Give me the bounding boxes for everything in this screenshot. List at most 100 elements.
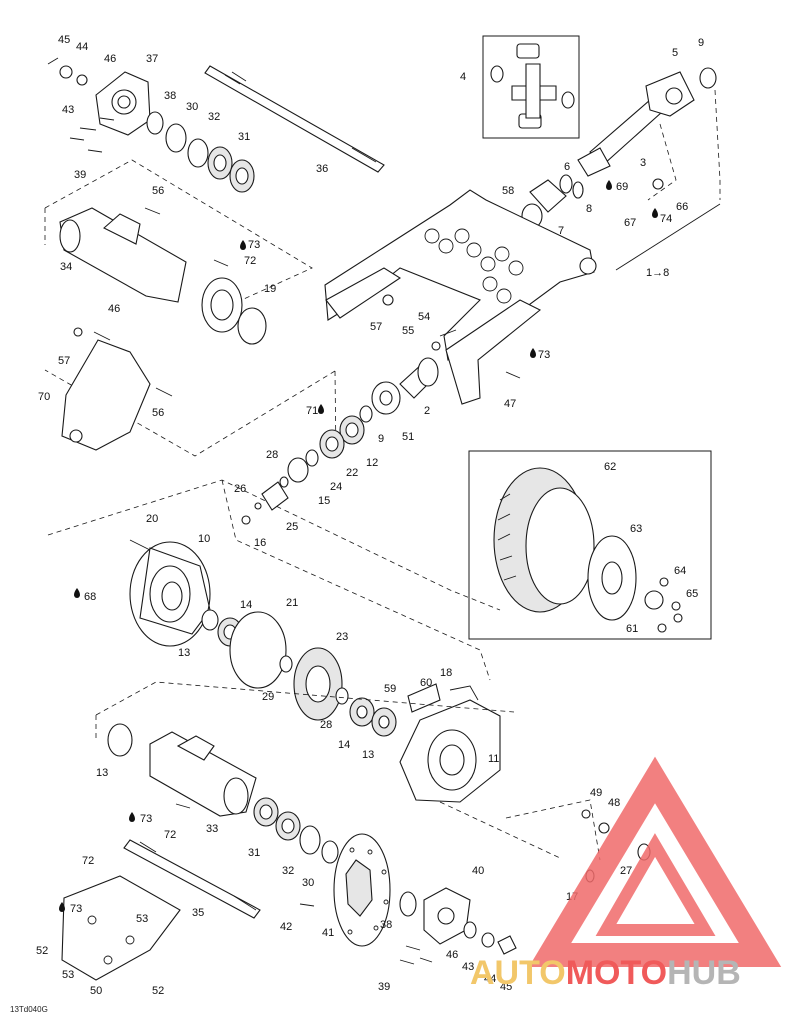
callout: 46 bbox=[108, 303, 120, 315]
drop-icon-69 bbox=[606, 180, 612, 190]
callout: 1→8 bbox=[646, 267, 669, 279]
callout: 16 bbox=[254, 537, 266, 549]
final-drive-housing bbox=[95, 539, 601, 861]
callout: 72 bbox=[164, 829, 176, 841]
drive-shaft-assembly bbox=[521, 67, 721, 271]
swing-arm-frame bbox=[324, 189, 597, 405]
callout: 53 bbox=[62, 969, 74, 981]
watermark: AUTOMOTOHUB bbox=[470, 756, 782, 992]
callout: 39 bbox=[378, 981, 390, 993]
callout: 73 bbox=[140, 813, 152, 825]
callout: 49 bbox=[590, 787, 602, 799]
callout: 10 bbox=[198, 533, 210, 545]
callout: 18 bbox=[440, 667, 452, 679]
callout: 60 bbox=[420, 677, 432, 689]
callout: 48 bbox=[608, 797, 620, 809]
callout: 53 bbox=[136, 913, 148, 925]
u-joint-inset bbox=[482, 35, 580, 139]
drop-icon-74 bbox=[652, 208, 658, 218]
callout: 70 bbox=[38, 391, 50, 403]
callout: 72 bbox=[82, 855, 94, 867]
callout: 64 bbox=[674, 565, 686, 577]
swing-arm-tube-group bbox=[44, 159, 336, 457]
callout: 42 bbox=[280, 921, 292, 933]
callout: 56 bbox=[152, 185, 164, 197]
callout: 13 bbox=[96, 767, 108, 779]
callout: 28 bbox=[266, 449, 278, 461]
callout: 44 bbox=[484, 973, 496, 985]
callout: 46 bbox=[104, 53, 116, 65]
callout: 46 bbox=[446, 949, 458, 961]
wheel-inset bbox=[468, 450, 712, 640]
drop-icon-73c bbox=[129, 812, 135, 822]
callout: 8 bbox=[586, 203, 592, 215]
callout: 11 bbox=[488, 753, 499, 765]
callout: 58 bbox=[502, 185, 514, 197]
callout: 74 bbox=[660, 213, 672, 225]
drop-icon-73b bbox=[530, 348, 536, 358]
lower-tube-assembly bbox=[61, 723, 339, 981]
watermark-logo-icon bbox=[528, 756, 782, 967]
drop-icon-73d bbox=[59, 902, 65, 912]
callout: 51 bbox=[402, 431, 414, 443]
callout: 31 bbox=[248, 847, 260, 859]
callout: 65 bbox=[686, 588, 698, 600]
callout: 38 bbox=[380, 919, 392, 931]
callout: 73 bbox=[70, 903, 82, 915]
callout: 32 bbox=[208, 111, 220, 123]
callout: 37 bbox=[146, 53, 158, 65]
callout: 50 bbox=[90, 985, 102, 997]
callout: 22 bbox=[346, 467, 358, 479]
callout: 31 bbox=[238, 131, 250, 143]
callout: 43 bbox=[462, 961, 474, 973]
callout: 73 bbox=[538, 349, 550, 361]
callout: 52 bbox=[152, 985, 164, 997]
callout: 9 bbox=[378, 433, 384, 445]
callout: 20 bbox=[146, 513, 158, 525]
drop-icon-71 bbox=[318, 404, 324, 414]
callout: 67 bbox=[624, 217, 636, 229]
callout: 9 bbox=[698, 37, 704, 49]
callout: 35 bbox=[192, 907, 204, 919]
callout: 2 bbox=[424, 405, 430, 417]
callout: 30 bbox=[186, 101, 198, 113]
callout: 57 bbox=[370, 321, 382, 333]
callout: 15 bbox=[318, 495, 330, 507]
figure-code: 13Td040G bbox=[10, 1005, 48, 1014]
callout: 68 bbox=[84, 591, 96, 603]
callout: 23 bbox=[336, 631, 348, 643]
callout: 26 bbox=[234, 483, 246, 495]
callout: 33 bbox=[206, 823, 218, 835]
callout: 28 bbox=[320, 719, 332, 731]
callout: 61 bbox=[626, 623, 638, 635]
callout: 55 bbox=[402, 325, 414, 337]
callout: 19 bbox=[264, 283, 276, 295]
callout: 24 bbox=[330, 481, 342, 493]
callout: 4 bbox=[460, 71, 466, 83]
callout: 21 bbox=[286, 597, 298, 609]
callout: 14 bbox=[240, 599, 252, 611]
callout: 13 bbox=[178, 647, 190, 659]
callout: 73 bbox=[248, 239, 260, 251]
watermark-auto: AUTO bbox=[470, 954, 566, 992]
callout: 45 bbox=[500, 981, 512, 993]
callout: 59 bbox=[384, 683, 396, 695]
callout: 63 bbox=[630, 523, 642, 535]
pinion-stack bbox=[47, 357, 501, 681]
callout: 14 bbox=[338, 739, 350, 751]
brake-hub-assembly bbox=[299, 809, 651, 965]
callout: 54 bbox=[418, 311, 430, 323]
callout: 29 bbox=[262, 691, 274, 703]
callout: 30 bbox=[302, 877, 314, 889]
callout: 36 bbox=[316, 163, 328, 175]
callout: 43 bbox=[62, 104, 74, 116]
drop-icon-73a bbox=[240, 240, 246, 250]
callout: 40 bbox=[472, 865, 484, 877]
callout: 44 bbox=[76, 41, 88, 53]
callout: 72 bbox=[244, 255, 256, 267]
callout: 38 bbox=[164, 90, 176, 102]
drop-icon-68 bbox=[74, 588, 80, 598]
lubrication-markers bbox=[59, 180, 658, 912]
watermark-moto: MOTO bbox=[566, 954, 667, 992]
callout: 62 bbox=[604, 461, 616, 473]
